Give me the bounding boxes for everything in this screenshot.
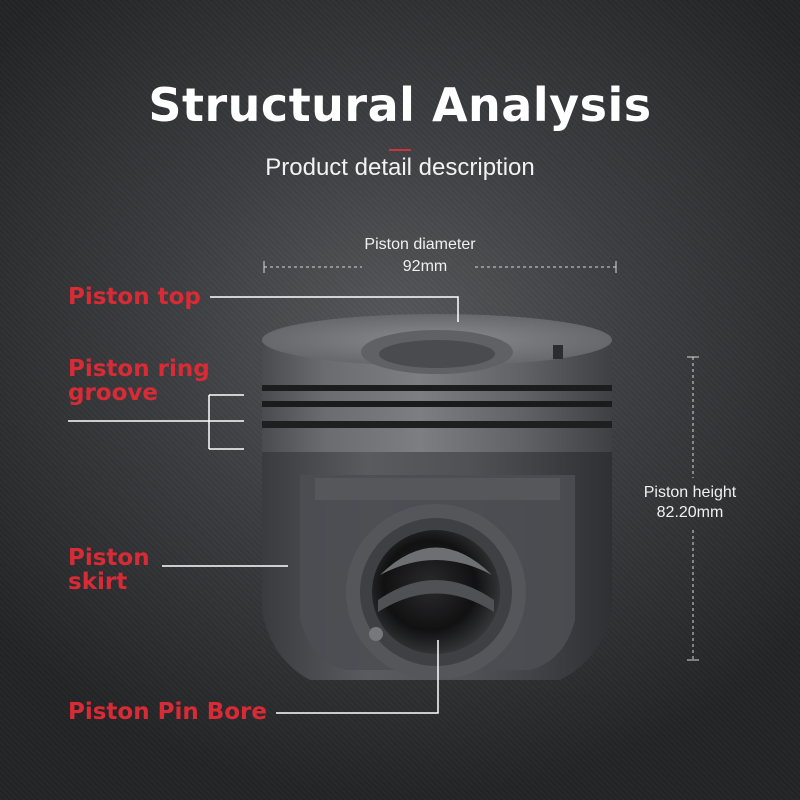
ring-groove-2	[262, 401, 612, 407]
boss-screw	[369, 627, 383, 641]
height-value: 82.20mm	[656, 504, 724, 521]
diameter-label: Piston diameter	[364, 236, 476, 253]
height-label: Piston height	[643, 484, 737, 501]
combustion-bowl-inner	[379, 340, 495, 368]
ring-groove-1	[262, 385, 612, 391]
diameter-value: 92mm	[402, 258, 448, 275]
pin-bore-inner-arc	[380, 547, 492, 575]
crown-marking	[553, 345, 563, 359]
callout-piston-top: Piston top	[68, 284, 201, 310]
pin-bore-inner-arc-lower	[378, 580, 494, 612]
ring-land-upper	[262, 391, 612, 401]
ring-land-lower	[262, 428, 612, 452]
callout-skirt-line1: Piston	[68, 545, 150, 571]
ring-groove-3	[262, 421, 612, 428]
ring-land-mid	[262, 407, 612, 421]
skirt-rib	[315, 478, 560, 500]
title-accent-bar	[389, 149, 411, 151]
page-title: Structural Analysis	[148, 78, 652, 132]
callout-skirt-line2: skirt	[68, 569, 128, 595]
leader-piston-top	[210, 296, 459, 322]
leader-pin-bore	[276, 640, 439, 714]
page-subtitle: Product detail description	[265, 154, 535, 181]
callout-ring-groove-line2: groove	[68, 380, 159, 406]
callout-ring-groove-line1: Piston ring	[68, 356, 210, 382]
callout-pin-bore: Piston Pin Bore	[68, 699, 268, 725]
